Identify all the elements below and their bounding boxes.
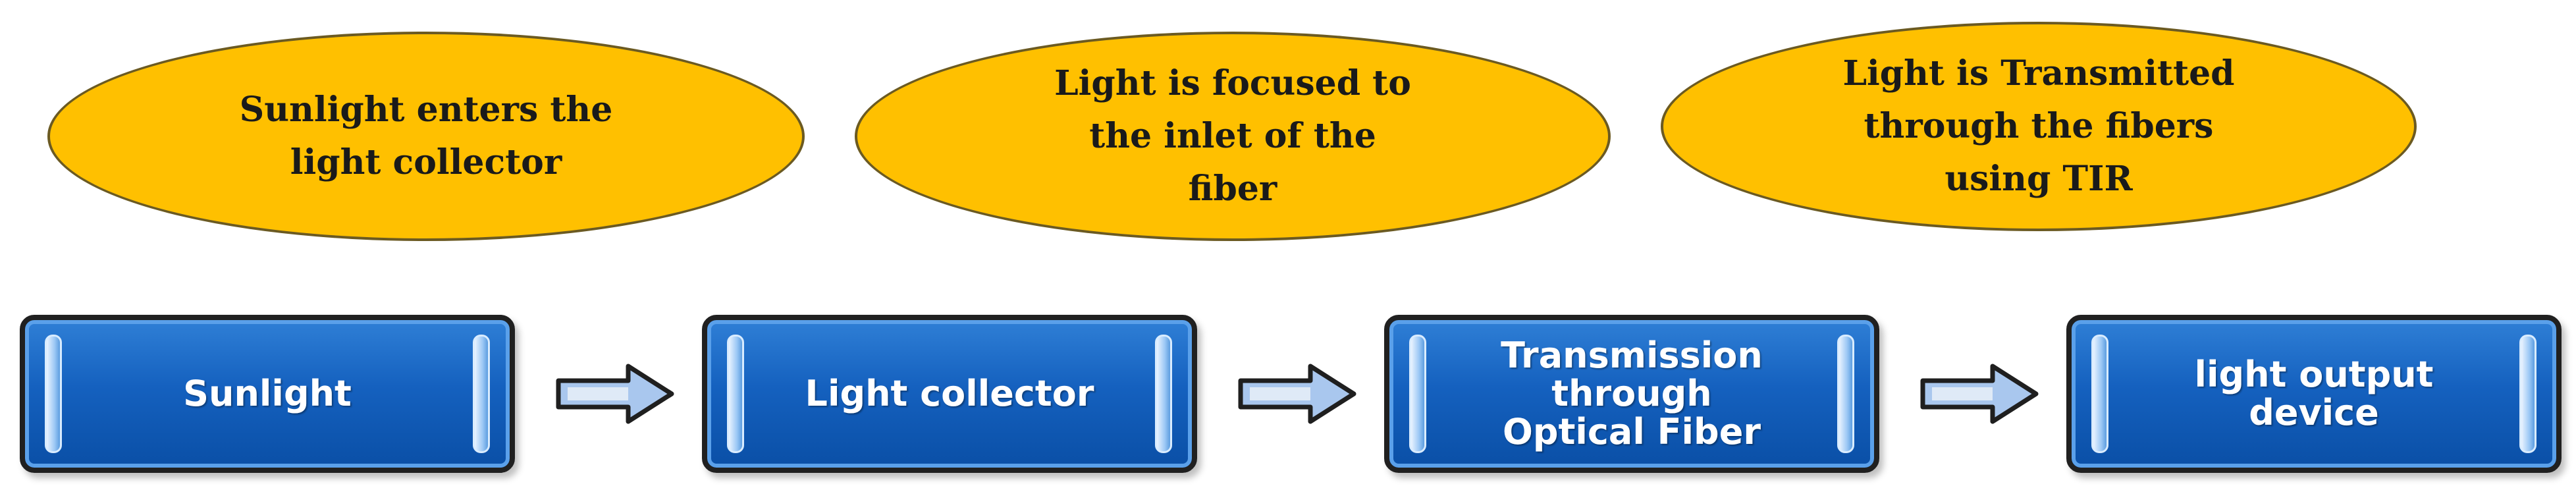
step-light-collector-label: Light collector [805, 373, 1094, 414]
box-right-bar [2519, 335, 2536, 453]
note-light-focused-text: Light is focused to the inlet of the fib… [1054, 63, 1411, 209]
step-transmission-label: Transmission through Optical Fiber [1501, 335, 1763, 452]
step-sunlight: Sunlight [20, 315, 515, 473]
box-left-bar [45, 335, 62, 453]
step-light-output-device-label: light output device [2194, 354, 2434, 433]
flow-arrow-icon [556, 364, 674, 424]
note-sunlight-enters-text: Sunlight enters the light collector [239, 90, 613, 182]
box-right-bar [1837, 335, 1854, 453]
flow-arrow-icon [1238, 364, 1356, 424]
box-left-bar [1409, 335, 1426, 453]
box-right-bar [473, 335, 490, 453]
step-light-output-device: light output device [2066, 315, 2562, 473]
note-light-transmitted: Light is Transmitted through the fibers … [1661, 22, 2417, 231]
box-right-bar [1155, 335, 1172, 453]
step-light-collector: Light collector [702, 315, 1197, 473]
box-left-bar [727, 335, 744, 453]
step-transmission: Transmission through Optical Fiber [1384, 315, 1879, 473]
note-light-focused: Light is focused to the inlet of the fib… [855, 32, 1611, 241]
note-light-transmitted-text: Light is Transmitted through the fibers … [1842, 53, 2235, 199]
flow-arrow-icon [1920, 364, 2039, 424]
box-left-bar [2091, 335, 2108, 453]
note-sunlight-enters: Sunlight enters the light collector [47, 32, 805, 241]
step-sunlight-label: Sunlight [183, 373, 352, 414]
